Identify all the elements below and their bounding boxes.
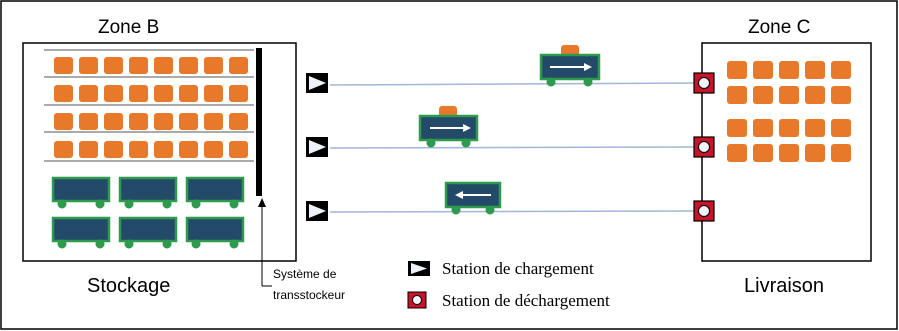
legend-unloading-label: Station de déchargement (442, 291, 610, 310)
stored-box (54, 85, 73, 102)
rails (329, 82, 695, 213)
rail-1 (329, 82, 695, 86)
legend-unloading-swatch (407, 291, 427, 309)
stored-box (54, 113, 73, 130)
stored-box (805, 144, 825, 162)
stored-box (104, 141, 123, 158)
stored-box (753, 144, 773, 162)
moving-cart-empty-left (444, 181, 502, 215)
legend-loading-label: Station de chargement (442, 259, 594, 278)
stored-box (831, 86, 851, 104)
zone-c-delivered-boxes (727, 61, 851, 162)
stored-box (753, 86, 773, 104)
stored-box (727, 86, 747, 104)
stored-box (805, 86, 825, 104)
moving-cart-loaded-right (539, 45, 601, 87)
stored-box (779, 61, 799, 79)
moving-cart-loaded-right (418, 106, 479, 148)
stored-box (805, 119, 825, 137)
stored-box (831, 144, 851, 162)
transstocker-label-line1: Système de (273, 267, 337, 281)
stored-box (779, 119, 799, 137)
stored-box (229, 141, 248, 158)
parked-cart (118, 176, 178, 209)
stored-box (229, 85, 248, 102)
unloading-station (693, 72, 715, 94)
parked-cart (118, 216, 178, 249)
stored-box (204, 85, 223, 102)
parked-cart (185, 216, 245, 249)
stored-box (129, 85, 148, 102)
stored-box (154, 85, 173, 102)
zone-b-stored-boxes (54, 57, 248, 158)
zone-b-caption: Stockage (87, 275, 170, 297)
shelf-lines (44, 49, 254, 162)
stored-box (727, 61, 747, 79)
stored-box (204, 57, 223, 74)
stored-box (154, 57, 173, 74)
stored-box (104, 113, 123, 130)
stored-box (229, 113, 248, 130)
stored-box (179, 57, 198, 74)
parked-cart (51, 216, 111, 249)
legend-loading-swatch (408, 261, 430, 276)
zone-c-title: Zone C (748, 17, 810, 38)
stored-box (104, 57, 123, 74)
zone-b-title: Zone B (98, 17, 159, 38)
stored-box (204, 113, 223, 130)
stored-box (179, 141, 198, 158)
stored-box (831, 61, 851, 79)
transstocker-arrowhead (258, 198, 266, 207)
stored-box (779, 144, 799, 162)
parked-cart (185, 176, 245, 209)
stored-box (727, 144, 747, 162)
stored-box (831, 119, 851, 137)
stored-box (104, 85, 123, 102)
zone-c-caption: Livraison (744, 275, 824, 297)
legend: Station de chargement Station de décharg… (407, 259, 610, 310)
stored-box (129, 57, 148, 74)
stored-box (79, 85, 98, 102)
play-triangle-icon (309, 76, 326, 90)
ring-square-icon (698, 141, 710, 153)
stored-box (79, 57, 98, 74)
loading-station (306, 137, 328, 157)
stored-box (179, 113, 198, 130)
stored-box (154, 113, 173, 130)
stored-box (229, 57, 248, 74)
stored-box (204, 141, 223, 158)
stored-box (779, 86, 799, 104)
stored-box (129, 113, 148, 130)
loading-station (306, 73, 328, 93)
stored-box (154, 141, 173, 158)
stored-box (79, 141, 98, 158)
unloading-station (693, 136, 715, 158)
transstocker-bar (256, 48, 262, 196)
rail-3 (329, 210, 695, 213)
stored-box (129, 141, 148, 158)
unloading-station (693, 200, 715, 222)
ring-square-icon (698, 77, 710, 89)
zone-b-parked-carts (51, 176, 245, 249)
loading-station (306, 201, 328, 221)
stored-box (54, 141, 73, 158)
ring-square-icon (698, 205, 710, 217)
play-triangle-icon (309, 204, 326, 218)
rail-2 (329, 146, 695, 149)
play-triangle-icon (309, 140, 326, 154)
stored-box (805, 61, 825, 79)
stored-box (179, 85, 198, 102)
transstocker-label-line2: transstockeur (273, 288, 345, 302)
stored-box (753, 61, 773, 79)
stored-box (727, 119, 747, 137)
stored-box (54, 57, 73, 74)
stored-box (753, 119, 773, 137)
stored-box (79, 113, 98, 130)
parked-cart (51, 176, 111, 209)
